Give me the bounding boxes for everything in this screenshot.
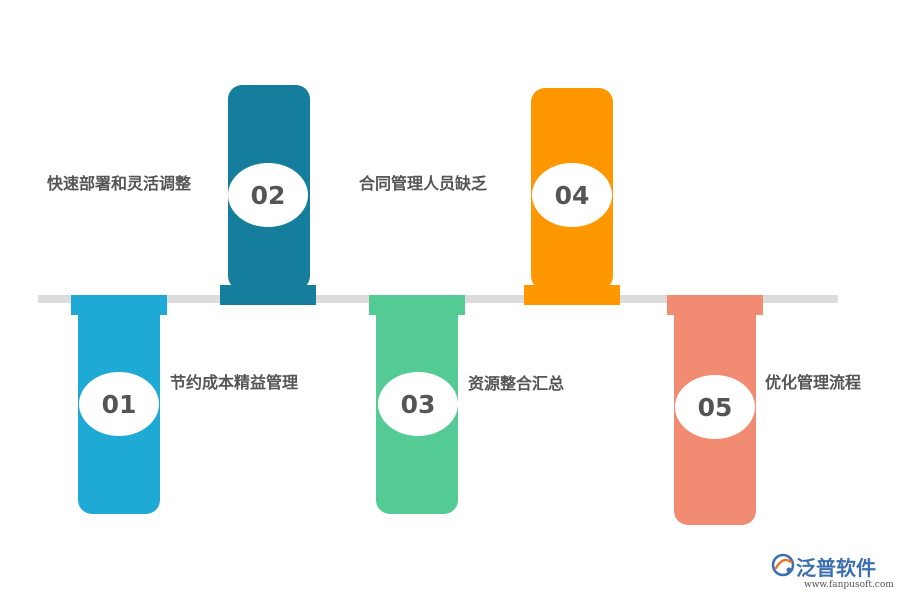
step-label-03: 资源整合汇总 <box>468 374 565 393</box>
pillar-cap-02 <box>220 285 316 305</box>
logo-name: 泛普软件 <box>796 556 876 580</box>
step-label-04: 合同管理人员缺乏 <box>359 174 488 193</box>
step-label-01: 节约成本精益管理 <box>170 373 299 392</box>
step-label-05: 优化管理流程 <box>765 373 862 392</box>
step-label-02: 快速部署和灵活调整 <box>47 174 192 193</box>
pillar-cap-04 <box>524 285 620 305</box>
step-number-04: 04 <box>532 163 612 227</box>
logo-url: www.fanpusoft.com <box>804 580 894 590</box>
brand-logo: 泛普软件 www.fanpusoft.com <box>770 550 895 598</box>
step-number-02: 02 <box>228 163 308 227</box>
step-number-05: 05 <box>675 375 755 439</box>
step-number-03: 03 <box>378 372 458 436</box>
step-number-01: 01 <box>79 372 159 436</box>
fanpu-logo-icon <box>771 553 795 577</box>
